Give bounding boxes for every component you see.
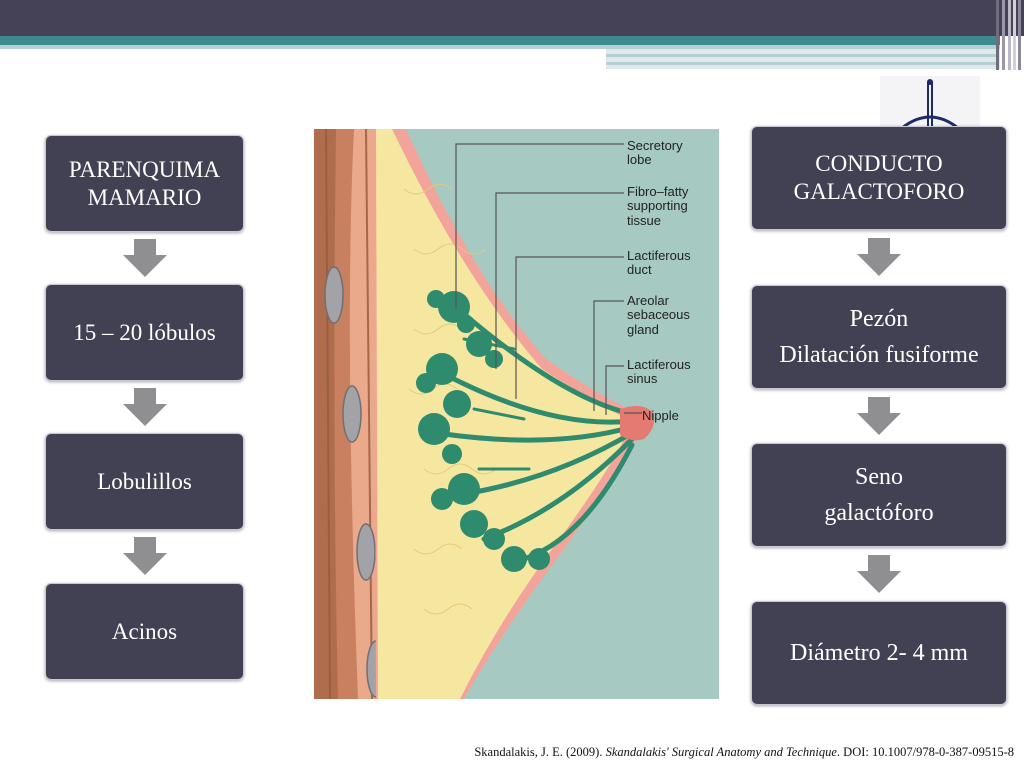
down-arrow-icon	[857, 238, 901, 276]
citation-authors: Skandalakis, J. E. (2009).	[474, 745, 606, 759]
header-line	[606, 62, 996, 65]
down-arrow-icon	[857, 555, 901, 593]
chain-box-seno: Seno galactóforo	[751, 443, 1007, 547]
chain-box-diametro: Diámetro 2- 4 mm	[751, 601, 1007, 705]
chain-box-lobulillos: Lobulillos	[45, 433, 244, 530]
figure-label-secretory-lobe: Secretory lobe	[627, 138, 683, 168]
header-line	[606, 54, 996, 57]
citation: Skandalakis, J. E. (2009). Skandalakis' …	[0, 745, 1014, 760]
header-vertical-stripes	[996, 0, 1024, 70]
down-arrow-icon	[123, 239, 167, 277]
down-arrow-icon	[123, 537, 167, 575]
header-light-band	[606, 49, 1000, 69]
citation-doi: . DOI: 10.1007/978-0-387-09515-8	[836, 745, 1014, 759]
figure-label-fibro-fatty: Fibro–fatty supporting tissue	[627, 184, 689, 228]
header-accent-stripe	[0, 36, 1000, 45]
header-light-stripe	[0, 45, 1000, 49]
down-arrow-icon	[857, 397, 901, 435]
institution-logo-icon	[880, 76, 980, 128]
chain-box-pezon: Pezón Dilatación fusiforme	[751, 285, 1007, 389]
figure-label-areolar-gland: Areolar sebaceous gland	[627, 293, 690, 337]
figure-label-lactiferous-sinus: Lactiferous sinus	[627, 357, 691, 387]
breast-anatomy-figure	[314, 129, 719, 699]
header-bar	[0, 0, 1024, 36]
citation-title: Skandalakis' Surgical Anatomy and Techni…	[605, 745, 837, 759]
chain-box-lobulos: 15 – 20 lóbulos	[45, 284, 244, 381]
figure-label-nipple: Nipple	[642, 408, 679, 423]
down-arrow-icon	[123, 388, 167, 426]
chain-box-parenquima: PARENQUIMA MAMARIO	[45, 135, 244, 232]
figure-label-lactiferous-duct: Lactiferous duct	[627, 248, 691, 278]
chain-box-conducto: CONDUCTO GALACTOFORO	[751, 126, 1007, 230]
chain-box-acinos: Acinos	[45, 583, 244, 680]
